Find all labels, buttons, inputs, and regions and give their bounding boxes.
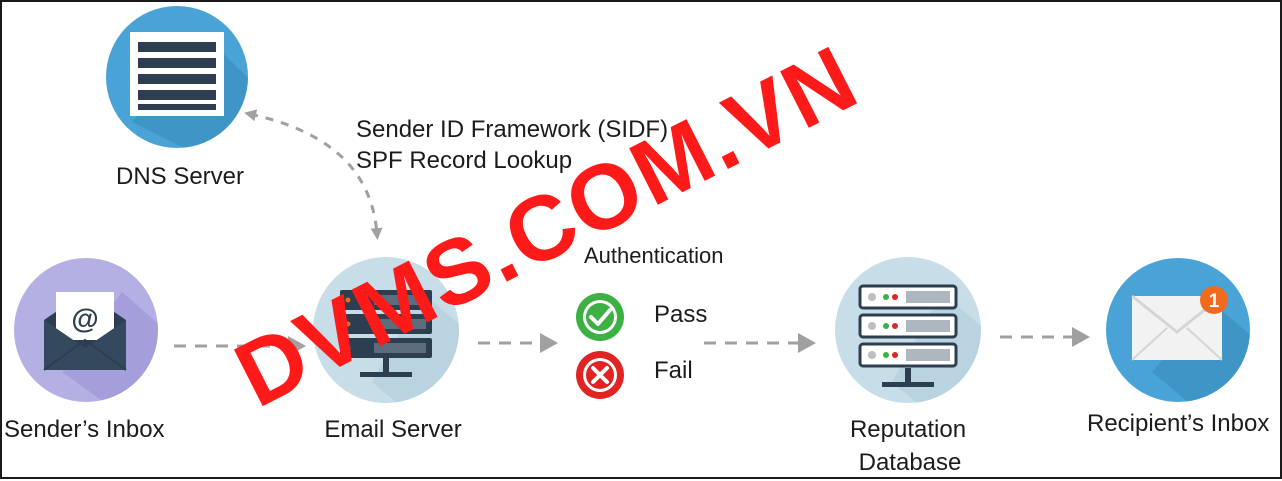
lookup-line2: SPF Record Lookup — [356, 147, 573, 174]
notification-badge-count: 1 — [1209, 291, 1220, 312]
fail-label: Fail — [654, 357, 693, 384]
envelope-at-icon: @ — [43, 292, 127, 371]
reputation-database-node — [835, 257, 981, 403]
lookup-line1: Sender ID Framework (SIDF) — [356, 116, 669, 143]
arrow-dns-email — [244, 109, 383, 240]
email-server-label: Email Server — [324, 416, 462, 443]
notification-badge-icon: 1 — [1200, 286, 1228, 314]
reputation-database-label-line2: Database — [858, 449, 962, 476]
recipients-inbox-label: Recipient’s Inbox — [1087, 410, 1270, 437]
check-icon — [576, 293, 624, 341]
recipients-inbox-node: 1 — [1106, 258, 1250, 402]
svg-text:@: @ — [71, 303, 98, 334]
authentication-title: Authentication — [584, 243, 724, 268]
x-icon — [576, 351, 624, 399]
senders-inbox-node: @ — [14, 258, 158, 402]
dns-server-node — [106, 6, 248, 148]
server-rack-icon — [130, 32, 224, 116]
dns-server-label: DNS Server — [115, 163, 245, 190]
flow-arrows — [174, 109, 1090, 356]
pass-label: Pass — [654, 301, 708, 328]
senders-inbox-label: Sender’s Inbox — [4, 416, 165, 443]
server-icon — [340, 290, 432, 377]
database-server-icon — [858, 284, 958, 387]
email-server-node — [313, 257, 459, 403]
reputation-database-label-line1: Reputation — [849, 416, 967, 443]
